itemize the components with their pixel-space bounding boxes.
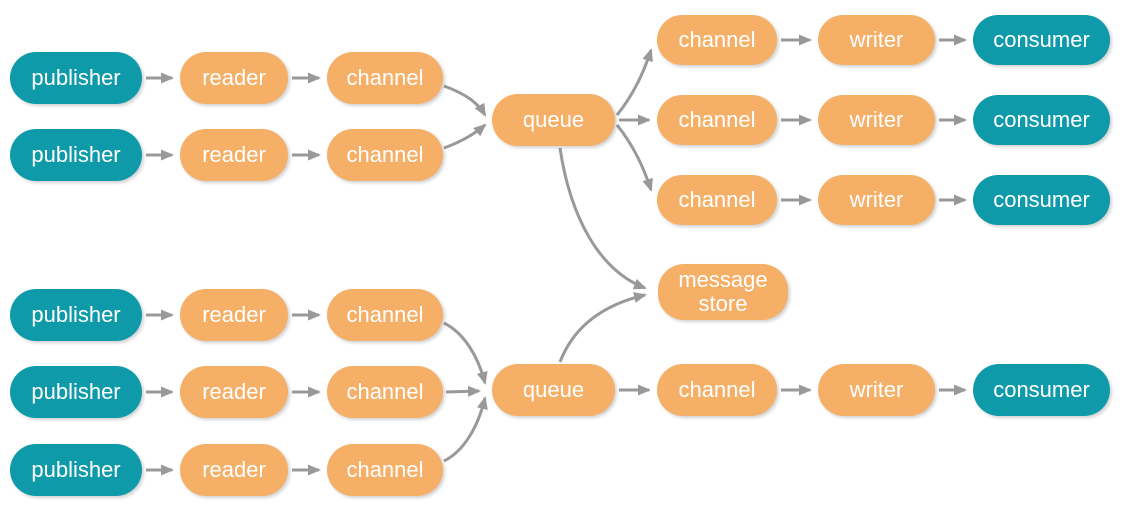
node-channel-a: channel: [657, 15, 777, 65]
node-channel-3: channel: [327, 289, 443, 341]
node-publisher-5: publisher: [10, 444, 142, 496]
node-writer-c: writer: [818, 175, 935, 225]
node-queue-bottom: queue: [492, 364, 615, 416]
node-publisher-4: publisher: [10, 366, 142, 418]
node-consumer-d: consumer: [973, 364, 1110, 416]
arrow-channel-4-to-queue-bottom: [445, 385, 481, 397]
node-reader-1: reader: [180, 52, 288, 104]
arrow-channel-5-to-queue-bottom: [443, 396, 488, 463]
node-consumer-c: consumer: [973, 175, 1110, 225]
node-writer-b: writer: [818, 95, 935, 145]
node-message-store: message store: [658, 264, 788, 320]
node-consumer-a: consumer: [973, 15, 1110, 65]
node-reader-4: reader: [180, 366, 288, 418]
node-channel-1: channel: [327, 52, 443, 104]
node-publisher-3: publisher: [10, 289, 142, 341]
node-writer-a: writer: [818, 15, 935, 65]
node-queue-top: queue: [492, 94, 615, 146]
arrow-queue-top-to-channel-c: [615, 124, 653, 192]
node-consumer-b: consumer: [973, 95, 1110, 145]
node-reader-5: reader: [180, 444, 288, 496]
node-reader-2: reader: [180, 129, 288, 181]
arrow-channel-1-to-queue-top: [443, 84, 487, 117]
node-channel-c: channel: [657, 175, 777, 225]
node-publisher-1: publisher: [10, 52, 142, 104]
arrow-queue-bottom-to-message-store: [558, 292, 647, 363]
node-publisher-2: publisher: [10, 129, 142, 181]
arrow-channel-3-to-queue-bottom: [443, 321, 488, 385]
arrow-channel-2-to-queue-top: [443, 123, 487, 150]
node-reader-3: reader: [180, 289, 288, 341]
node-channel-d: channel: [657, 364, 777, 416]
node-writer-d: writer: [818, 364, 935, 416]
node-channel-2: channel: [327, 129, 443, 181]
node-channel-b: channel: [657, 95, 777, 145]
node-channel-4: channel: [327, 366, 443, 418]
arrow-queue-top-to-message-store: [558, 147, 647, 290]
arrow-queue-top-to-channel-a: [615, 48, 653, 116]
node-channel-5: channel: [327, 444, 443, 496]
